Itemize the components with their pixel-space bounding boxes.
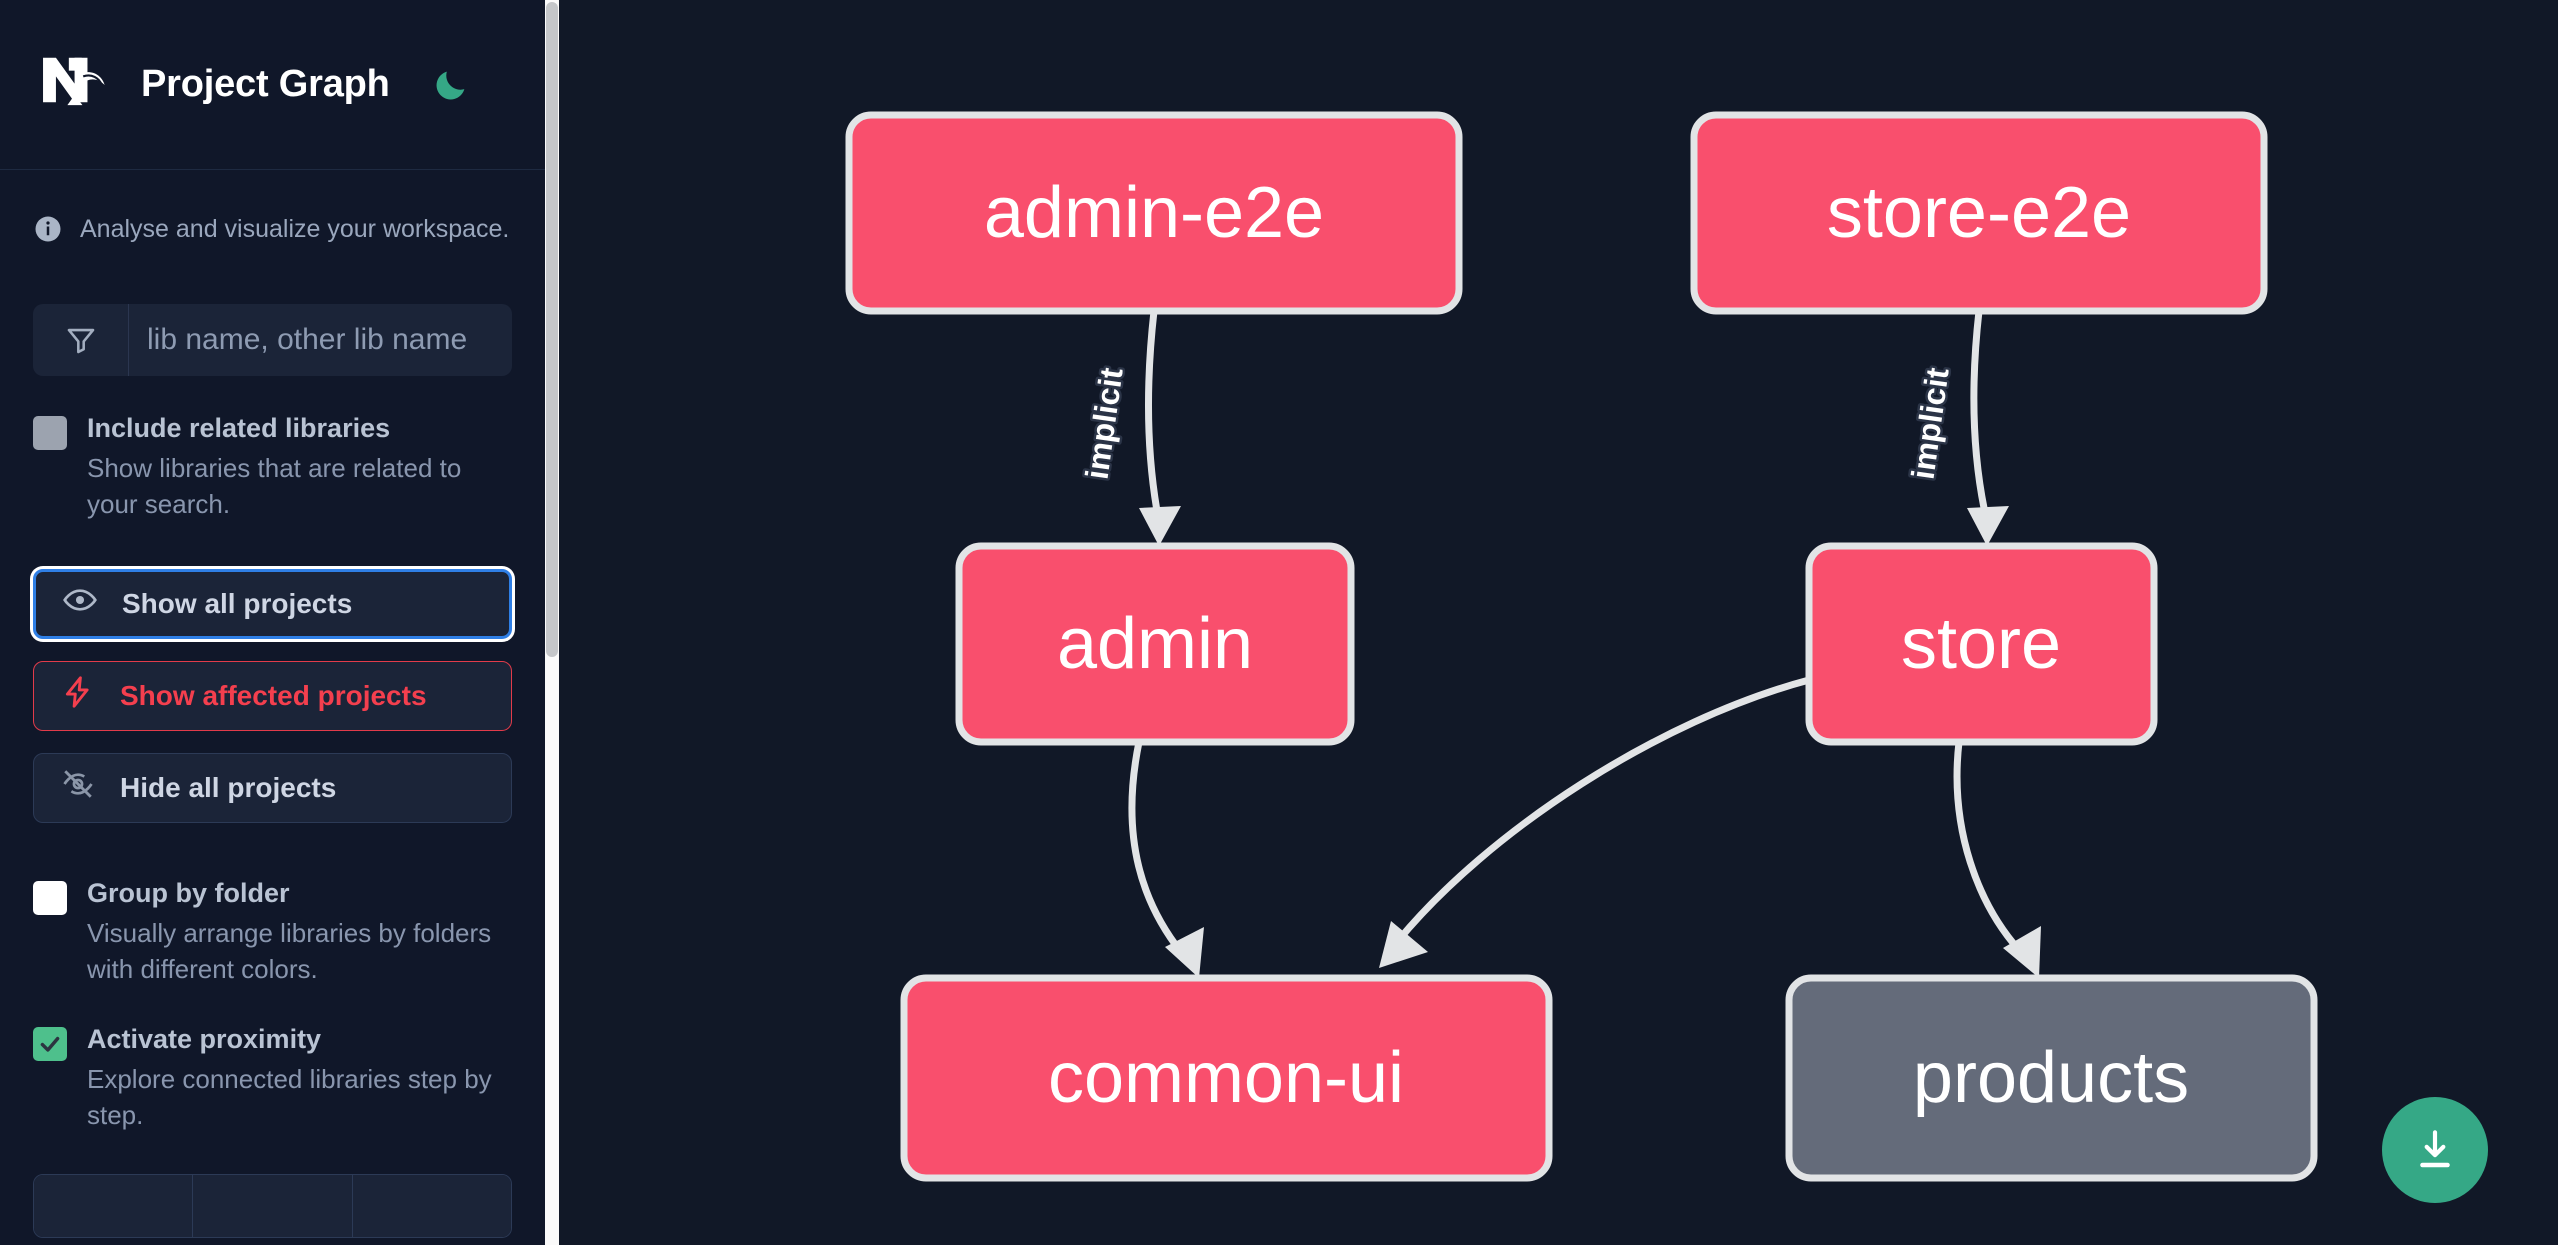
sidebar-scroll-area[interactable]: Project Graph Analyse and visualize your…	[0, 0, 545, 1245]
option-group-by-folder[interactable]: Group by folder Visually arrange librari…	[33, 877, 512, 988]
svg-text:admin-e2e: admin-e2e	[984, 173, 1324, 253]
sidebar-body: Analyse and visualize your workspace. In…	[0, 214, 545, 1239]
project-graph[interactable]: implicit implicit admin-e2e store-e2e	[559, 0, 2558, 1245]
graph-node-store-e2e[interactable]: store-e2e	[1690, 111, 2268, 315]
arrowhead	[2003, 926, 2041, 978]
hide-all-projects-label: Hide all projects	[120, 771, 337, 803]
nx-logo-icon	[33, 42, 119, 128]
show-affected-projects-button[interactable]: Show affected projects	[33, 660, 512, 731]
search-input[interactable]	[129, 304, 512, 376]
group-by-folder-checkbox[interactable]	[33, 880, 67, 915]
arrowhead	[1165, 927, 1204, 978]
proximity-step-button-group[interactable]	[33, 1174, 512, 1239]
graph-node-products[interactable]: products	[1785, 974, 2318, 1182]
download-icon	[2420, 1130, 2450, 1168]
proximity-step-option-1[interactable]	[34, 1175, 194, 1238]
lightning-bolt-icon	[60, 674, 96, 717]
sidebar-scrollbar-thumb[interactable]	[546, 2, 558, 657]
proximity-step-option-3[interactable]	[352, 1175, 511, 1238]
include-related-libraries-label: Include related libraries	[87, 413, 391, 443]
edge-label-implicit-admin: implicit	[1078, 365, 1129, 481]
svg-text:admin: admin	[1057, 604, 1253, 684]
eye-icon	[62, 582, 98, 625]
eye-off-icon	[60, 766, 96, 809]
activate-proximity-description: Explore connected libraries step by step…	[87, 1064, 492, 1131]
edge-admin-e2e-to-admin[interactable]: implicit	[1076, 310, 1181, 546]
proximity-step-option-2[interactable]	[193, 1175, 353, 1238]
download-button[interactable]	[2382, 1097, 2488, 1203]
sidebar-scrollbar-track[interactable]	[545, 0, 559, 1245]
arrowhead	[1139, 506, 1181, 546]
sidebar: Project Graph Analyse and visualize your…	[0, 0, 559, 1245]
show-all-projects-label: Show all projects	[122, 587, 353, 619]
hide-all-projects-button[interactable]: Hide all projects	[33, 752, 512, 823]
include-related-libraries-checkbox[interactable]	[33, 416, 67, 450]
search-field[interactable]	[33, 304, 512, 376]
graph-canvas[interactable]: implicit implicit admin-e2e store-e2e	[559, 0, 2558, 1245]
activate-proximity-checkbox[interactable]	[33, 1027, 67, 1062]
sidebar-header: Project Graph	[0, 0, 545, 170]
activate-proximity-label: Activate proximity	[87, 1024, 322, 1055]
svg-text:store-e2e: store-e2e	[1827, 173, 2131, 253]
edge-admin-to-common-ui[interactable]	[1128, 741, 1204, 978]
edge-store-to-products[interactable]	[1953, 741, 2041, 978]
edge-store-e2e-to-store[interactable]: implicit	[1902, 310, 2009, 546]
arrowhead	[1967, 506, 2009, 546]
tagline-text: Analyse and visualize your workspace.	[80, 214, 510, 243]
svg-text:products: products	[1913, 1038, 2189, 1118]
svg-text:store: store	[1901, 604, 2061, 684]
page-title: Project Graph	[141, 63, 390, 105]
filter-funnel-icon	[33, 304, 129, 376]
group-by-folder-label: Group by folder	[87, 877, 290, 908]
graph-node-common-ui[interactable]: common-ui	[900, 974, 1553, 1182]
svg-text:common-ui: common-ui	[1048, 1038, 1404, 1118]
option-activate-proximity[interactable]: Activate proximity Explore connected lib…	[33, 1023, 512, 1134]
graph-node-store[interactable]: store	[1805, 542, 2158, 746]
visibility-button-group: Show all projects Show affected projects	[33, 568, 512, 823]
moon-icon[interactable]	[428, 62, 474, 108]
show-affected-projects-label: Show affected projects	[120, 679, 427, 711]
tagline: Analyse and visualize your workspace.	[33, 214, 512, 244]
group-by-folder-description: Visually arrange libraries by folders wi…	[87, 917, 492, 984]
graph-node-admin-e2e[interactable]: admin-e2e	[845, 111, 1463, 315]
show-all-projects-button[interactable]: Show all projects	[33, 568, 512, 639]
edge-store-to-common-ui[interactable]	[1379, 676, 1810, 968]
include-related-libraries-description: Show libraries that are related to your …	[87, 452, 462, 519]
edge-label-implicit-store: implicit	[1904, 365, 1955, 481]
checkmark-icon	[40, 1037, 60, 1053]
arrowhead	[1379, 921, 1428, 968]
graph-node-admin[interactable]: admin	[955, 542, 1355, 746]
info-icon	[33, 214, 63, 244]
option-include-related-libraries[interactable]: Include related libraries Show libraries…	[33, 412, 512, 523]
